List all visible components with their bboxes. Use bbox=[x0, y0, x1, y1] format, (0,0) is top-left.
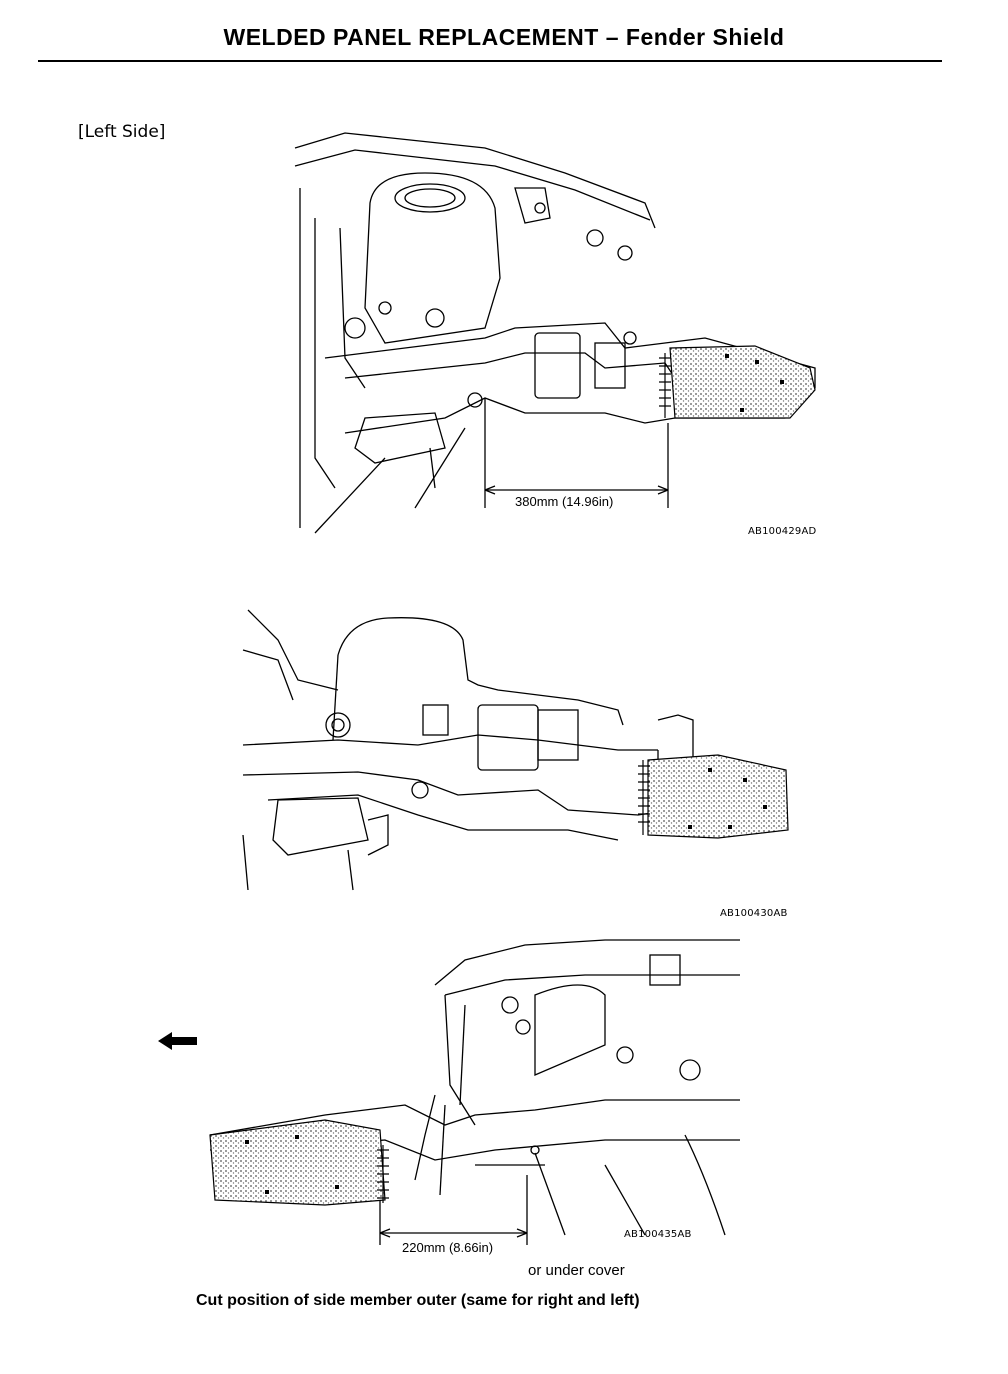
side-label: [Left Side] bbox=[78, 122, 166, 142]
page-title: WELDED PANEL REPLACEMENT – Fender Shield bbox=[223, 24, 785, 50]
figure-3-illustration bbox=[205, 935, 745, 1255]
figure-caption: Cut position of side member outer (same … bbox=[196, 1292, 640, 1309]
figure-2-illustration bbox=[238, 600, 803, 922]
figure-1-illustration bbox=[285, 128, 830, 543]
figure-code: AB100429AD bbox=[748, 526, 817, 537]
title-divider bbox=[38, 60, 942, 62]
dimension-label: 220mm (8.66in) bbox=[402, 1240, 494, 1255]
left-arrow-icon bbox=[158, 1030, 198, 1052]
figure-code: AB100435AB bbox=[624, 1229, 692, 1240]
figure-code: AB100430AB bbox=[720, 908, 788, 919]
under-cover-note: or under cover bbox=[528, 1262, 625, 1279]
dimension-label: 380mm (14.96in) bbox=[515, 494, 614, 509]
